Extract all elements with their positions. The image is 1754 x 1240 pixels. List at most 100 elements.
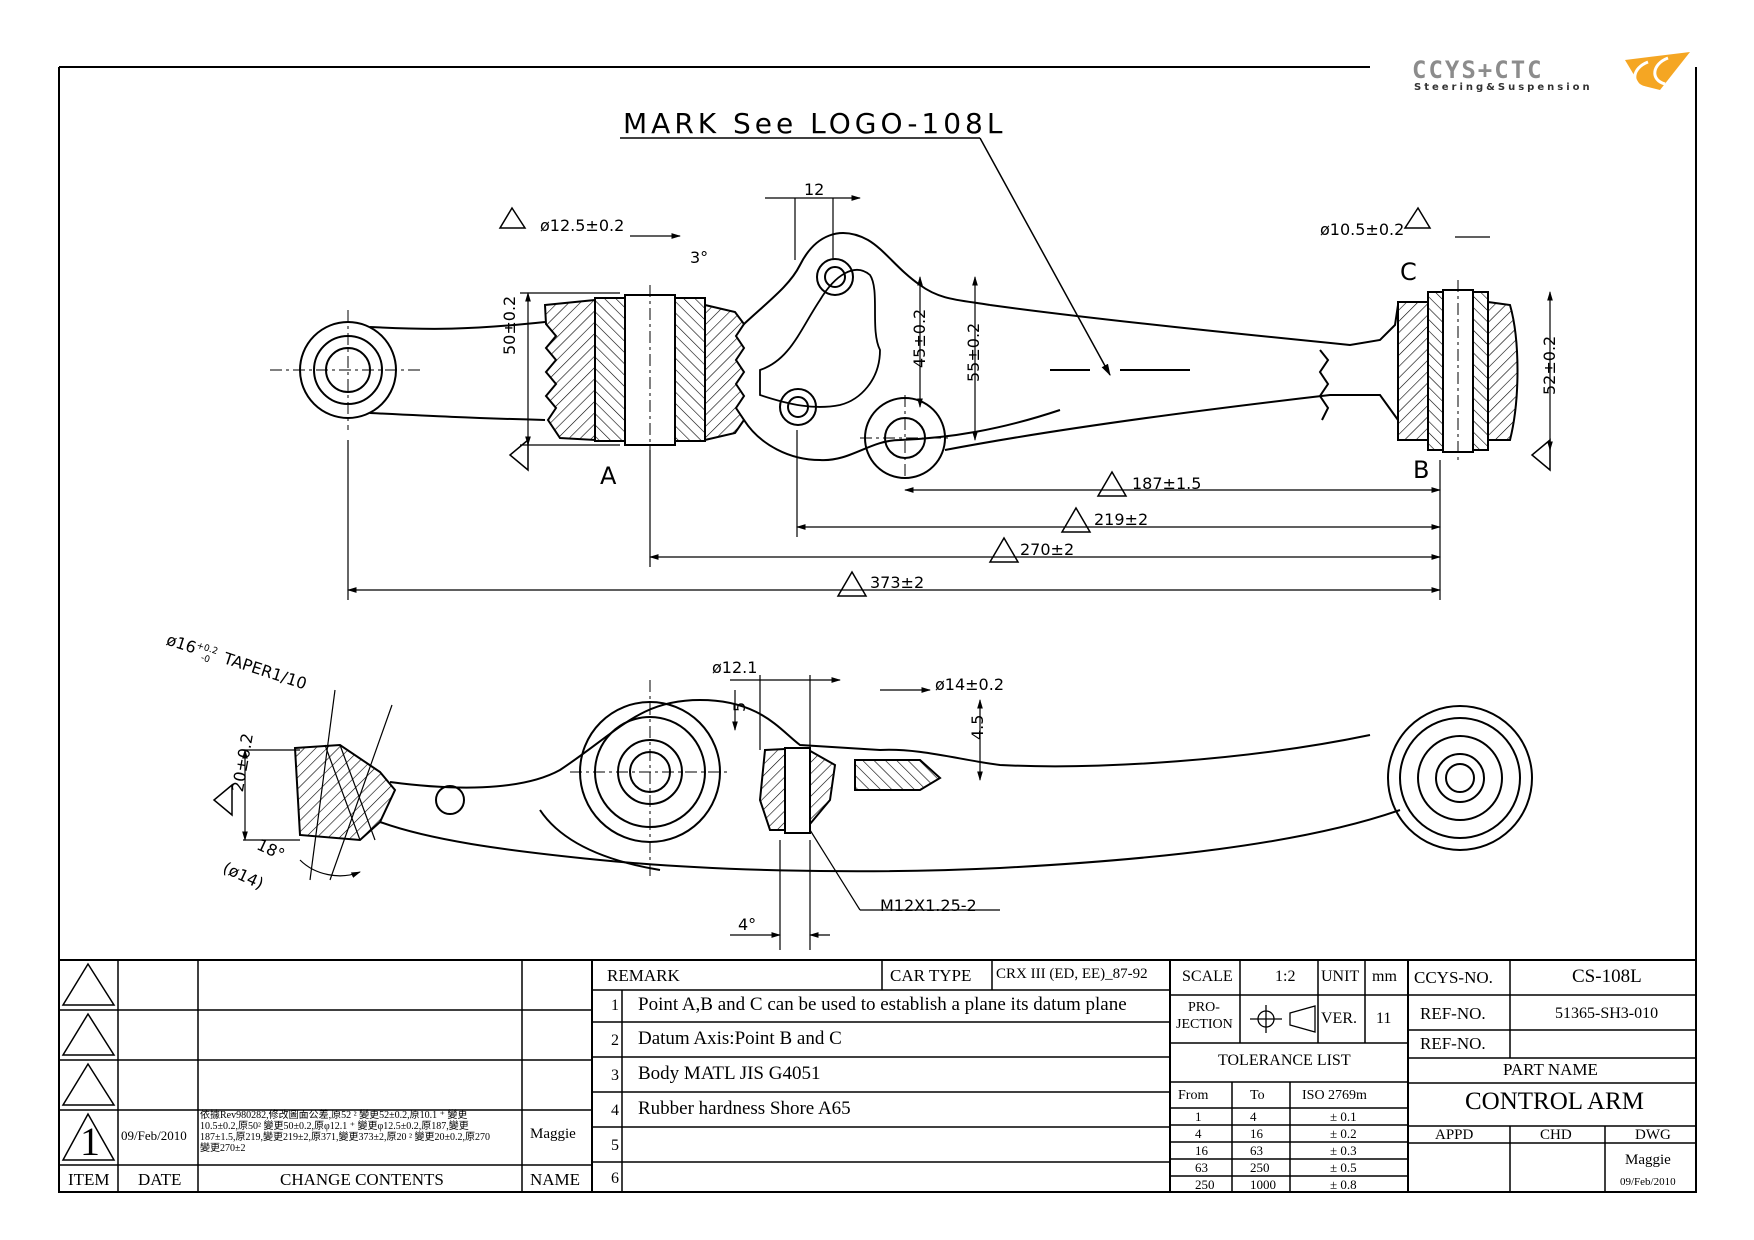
remark-no-6: 6 — [611, 1170, 619, 1187]
dim-373: 373±2 — [870, 573, 925, 592]
mark-note: MARK See LOGO-108L — [623, 107, 1007, 140]
car-type-value: CRX III (ED, EE)_87-92 — [996, 966, 1148, 982]
rev-change-1: 依據Rev980282,修改圖面公差,原52 ² 變更52±0.2,原10.1 … — [200, 1110, 520, 1154]
dim-angle-3: 3° — [690, 248, 709, 267]
tol-cell: 63 — [1250, 1143, 1263, 1158]
remark-text-3: Body MATL JIS G4051 — [638, 1063, 821, 1084]
dwg-date: 09/Feb/2010 — [1620, 1176, 1676, 1188]
dim-55: 55±0.2 — [964, 322, 983, 382]
rev-change-line: 依據Rev980282,修改圖面公差,原52 ² 變更52±0.2,原10.1 … — [200, 1110, 468, 1121]
tol-header-to: To — [1250, 1088, 1265, 1103]
remark-no-5: 5 — [611, 1137, 619, 1154]
remark-text-4: Rubber hardness Shore A65 — [638, 1098, 851, 1119]
tol-cell: 63 — [1195, 1160, 1208, 1175]
rev-date-1: 09/Feb/2010 — [121, 1128, 187, 1143]
dim-219: 219±2 — [1094, 510, 1149, 529]
tol-cell: 16 — [1250, 1126, 1263, 1141]
scale-value: 1:2 — [1275, 968, 1296, 985]
remark-text-1: Point A,B and C can be used to establish… — [638, 994, 1127, 1015]
part-name-value: CONTROL ARM — [1465, 1088, 1644, 1115]
tol-col-to: 4 16 63 250 1000 — [1250, 1108, 1276, 1193]
brand-tagline: Steering&Suspension — [1414, 82, 1593, 93]
dim-thread: M12X1.25-2 — [880, 896, 977, 915]
ver-label: VER. — [1321, 1010, 1357, 1027]
revision-triangles — [61, 962, 116, 1161]
dwg-name: Maggie — [1625, 1152, 1671, 1168]
rev-change-line: 10.5±0.2,原50² 變更50±0.2,原φ12.1 ⁺ 變更φ12.5±… — [200, 1121, 469, 1132]
dim-bore-a: ø12.5±0.2 — [540, 216, 625, 235]
ccys-no-value: CS-108L — [1572, 966, 1642, 987]
tol-col-from: 1 4 16 63 250 — [1195, 1108, 1215, 1193]
tol-cell: 4 — [1250, 1109, 1257, 1124]
remark-no-3: 3 — [611, 1067, 619, 1084]
rev-change-line: 變更270±2 — [200, 1143, 246, 1154]
point-c-label: C — [1400, 258, 1417, 286]
tol-cell: ± 0.3 — [1330, 1143, 1357, 1158]
rev-item-1: 1 — [80, 1119, 100, 1164]
header-date: DATE — [138, 1170, 182, 1189]
ccys-no-label: CCYS-NO. — [1414, 968, 1493, 987]
projection-label-2: JECTION — [1176, 1017, 1233, 1032]
appd-label: APPD — [1435, 1127, 1474, 1143]
car-type-label: CAR TYPE — [890, 966, 972, 985]
tol-cell: 16 — [1195, 1143, 1208, 1158]
dim-angle-4: 4° — [738, 915, 757, 934]
datum-triangle-side — [212, 783, 233, 817]
dim-187: 187±1.5 — [1132, 474, 1202, 493]
point-a-label: A — [600, 462, 617, 490]
rev-name-1: Maggie — [530, 1126, 576, 1142]
dim-50: 50±0.2 — [500, 295, 519, 355]
projection-label-1: PRO- — [1188, 1000, 1220, 1015]
unit-label: UNIT — [1321, 968, 1360, 985]
datum-triangles-top — [498, 206, 1551, 597]
projection-symbol — [1250, 1005, 1316, 1033]
tol-header-iso: ISO 2769m — [1302, 1088, 1367, 1103]
tol-cell: 1000 — [1250, 1177, 1276, 1192]
ver-value: 11 — [1376, 1010, 1392, 1027]
chd-label: CHD — [1540, 1127, 1572, 1143]
dim-12: 12 — [804, 180, 825, 199]
point-b-label: B — [1413, 456, 1430, 484]
dim-5: 5 — [730, 701, 749, 712]
tolerance-title: TOLERANCE LIST — [1218, 1052, 1351, 1069]
tol-cell: ± 0.8 — [1330, 1177, 1357, 1192]
header-name: NAME — [530, 1170, 581, 1189]
remark-text-2: Datum Axis:Point B and C — [638, 1028, 842, 1049]
tol-cell: 1 — [1195, 1109, 1202, 1124]
remark-no-1: 1 — [611, 997, 619, 1014]
part-name-label: PART NAME — [1503, 1060, 1598, 1079]
unit-value: mm — [1372, 968, 1397, 985]
header-change: CHANGE CONTENTS — [280, 1170, 444, 1189]
ref-no-label: REF-NO. — [1420, 1004, 1486, 1023]
tol-cell: 250 — [1195, 1177, 1215, 1192]
dim-d14: ø14±0.2 — [935, 675, 1004, 694]
header-item: ITEM — [68, 1170, 110, 1189]
rev-change-line: 187±1.5,原219,變更219±2,原371,變更373±2,原20 ² … — [200, 1132, 490, 1143]
tol-cell: 250 — [1250, 1160, 1270, 1175]
logo-mark-icon — [1625, 52, 1690, 90]
side-view — [293, 680, 1533, 880]
tol-col-iso: ± 0.1 ± 0.2 ± 0.3 ± 0.5 ± 0.8 — [1330, 1108, 1357, 1193]
tol-header-from: From — [1178, 1088, 1209, 1103]
dim-bore-c: ø10.5±0.2 — [1320, 220, 1405, 239]
remark-no-4: 4 — [611, 1102, 619, 1119]
top-view-dimensions — [347, 195, 1553, 600]
tol-cell: 4 — [1195, 1126, 1202, 1141]
dwg-label: DWG — [1635, 1127, 1671, 1143]
remark-header: REMARK — [607, 966, 680, 985]
remark-no-2: 2 — [611, 1032, 619, 1049]
top-view — [270, 137, 1519, 480]
dim-52: 52±0.2 — [1540, 335, 1559, 395]
ref-no2-label: REF-NO. — [1420, 1034, 1486, 1053]
ref-no-value: 51365-SH3-010 — [1555, 1005, 1659, 1022]
title-block-grid — [58, 959, 1697, 1193]
side-view-dimensions — [242, 675, 1000, 950]
dim-45: 45±0.2 — [910, 308, 929, 368]
brand-logo: CCYS+CTC — [1412, 56, 1544, 84]
tol-cell: ± 0.5 — [1330, 1160, 1357, 1175]
tol-cell: ± 0.2 — [1330, 1126, 1357, 1141]
dim-d12-1: ø12.1 — [712, 658, 758, 677]
scale-label: SCALE — [1182, 968, 1233, 985]
dim-270: 270±2 — [1020, 540, 1075, 559]
